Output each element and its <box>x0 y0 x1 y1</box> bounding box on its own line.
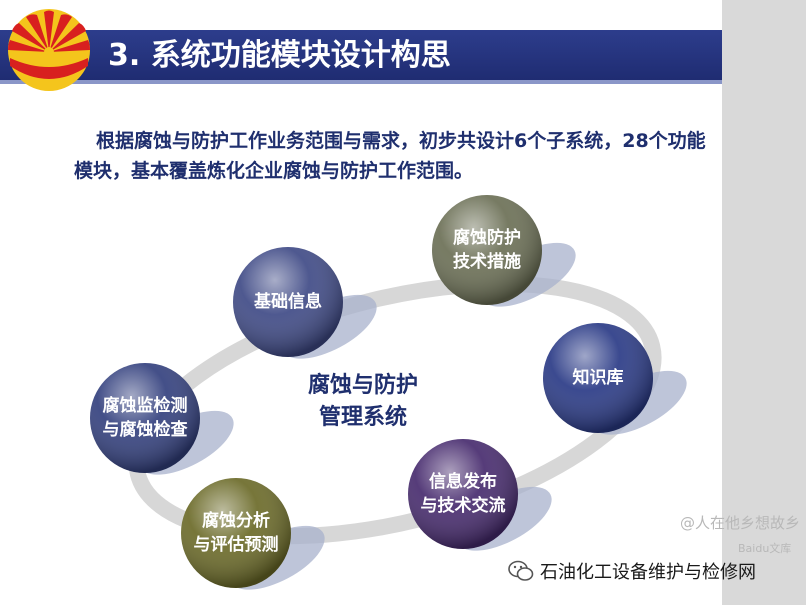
intro-paragraph: 根据腐蚀与防护工作业务范围与需求，初步共设计6个子系统，28个功能模块，基本覆盖… <box>74 126 706 186</box>
wechat-icon <box>508 560 534 581</box>
footer-brand-text: 石油化工设备维护与检修网 <box>540 562 756 583</box>
module-sphere-highlight <box>233 247 343 357</box>
watermark-site: Baidu文库 <box>738 542 792 555</box>
module-label: 腐蚀防护 技术措施 <box>453 228 521 272</box>
slide-title: 3. 系统功能模块设计构思 <box>108 38 451 73</box>
module-sphere-highlight <box>90 363 200 473</box>
intro-text: 根据腐蚀与防护工作业务范围与需求，初步共设计6个子系统，28个功能模块，基本覆盖… <box>74 130 706 182</box>
module-sphere-highlight <box>543 323 653 433</box>
module-label: 腐蚀分析 与评估预测 <box>193 511 279 555</box>
company-logo <box>8 9 90 91</box>
module-label: 基础信息 <box>254 292 322 312</box>
center-system-label: 腐蚀与防护 管理系统 <box>307 373 418 430</box>
module-sphere-highlight <box>432 195 542 305</box>
module-label: 信息发布 与技术交流 <box>420 472 506 516</box>
module-label: 腐蚀监检测 与腐蚀检查 <box>102 396 188 440</box>
module-label: 知识库 <box>572 368 624 388</box>
right-margin-strip <box>722 0 806 605</box>
module-sphere-highlight <box>408 439 518 549</box>
footer-brand: 石油化工设备维护与检修网 <box>508 558 756 584</box>
title-bar <box>0 30 722 80</box>
module-sphere-highlight <box>181 478 291 588</box>
watermark-handle: @人在他乡想故乡 <box>680 514 801 532</box>
title-bar-underline <box>0 80 722 84</box>
